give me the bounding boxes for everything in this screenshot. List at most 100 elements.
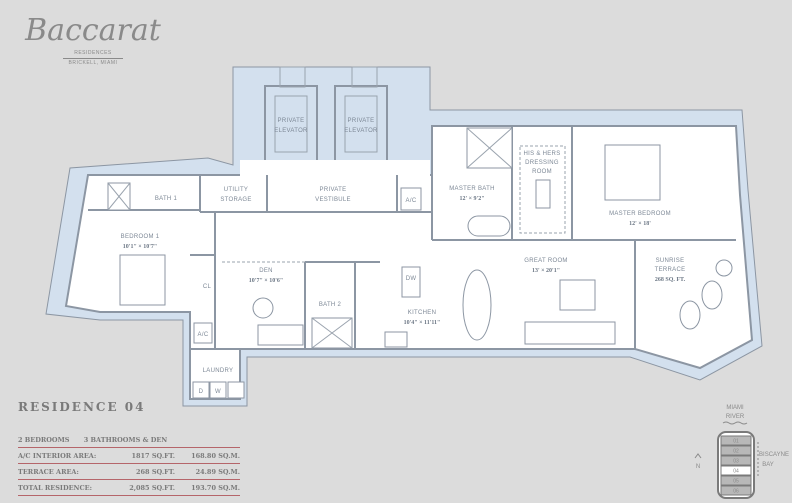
area-row-terrace: TERRACE AREA: 268 SQ.FT. 24.89 SQ.M. <box>18 464 240 480</box>
label-master-bedroom: MASTER BEDROOM <box>609 211 671 217</box>
label-kitchen: KITCHEN <box>408 310 436 316</box>
keyplan-unit-label: 04 <box>733 469 739 475</box>
interior-walls <box>88 126 736 350</box>
keyplan-unit <box>720 475 752 486</box>
label-ac-1: A/C <box>406 198 417 204</box>
label-washer: W <box>215 389 221 395</box>
keyplan-river-2: RIVER <box>726 414 745 420</box>
ac-unit-2 <box>193 322 213 344</box>
label-utility: UTILITY <box>224 187 248 193</box>
master-bed <box>604 144 661 201</box>
bathtub <box>467 215 511 237</box>
label-terrace-b: TERRACE <box>655 267 686 273</box>
area-label: TERRACE AREA: <box>18 468 79 476</box>
dim-great-room: 13' × 20'1" <box>532 268 560 274</box>
label-utility-b: STORAGE <box>220 197 251 203</box>
coffee-table <box>559 279 596 311</box>
dryer <box>192 381 210 399</box>
label-vestibule: PRIVATE <box>320 187 347 193</box>
elevator-cab <box>344 95 378 153</box>
label-closet: CL <box>203 284 212 290</box>
baccarat-logo: Baccarat RESIDENCES BRICKELL, MIAMI <box>18 12 168 67</box>
label-dryer: D <box>199 389 204 395</box>
keyplan-unit <box>720 435 752 446</box>
label-dressing-1: HIS & HERS <box>523 151 560 157</box>
elevator-cab <box>274 95 308 153</box>
label-terrace-area: 268 SQ. FT. <box>655 277 686 283</box>
dishwasher-block <box>401 266 421 298</box>
keyplan-unit <box>720 485 752 496</box>
label-bedroom-1: BEDROOM 1 <box>121 234 160 240</box>
den-table <box>252 297 274 319</box>
keyplan-unit-label: 02 <box>733 449 739 455</box>
bathroom-count: 3 BATHROOMS & DEN <box>83 436 168 444</box>
bedroom-count: 2 BEDROOMS <box>18 436 70 444</box>
area-sqft: 2,085 SQ.FT. <box>129 484 175 492</box>
label-dressing-3: ROOM <box>532 169 552 175</box>
keyplan-unit-label: 05 <box>733 479 739 485</box>
dim-kitchen: 10'4" × 11'11" <box>404 320 441 326</box>
area-sqft: 268 SQ.FT. <box>135 468 175 476</box>
area-summary: 2 BEDROOMS 3 BATHROOMS & DEN A/C INTERIO… <box>18 436 240 496</box>
keyplan-bay-2: BAY <box>762 462 774 468</box>
keyplan-unit <box>720 455 752 466</box>
label-dw: DW <box>406 276 417 282</box>
label-vestibule-b: VESTIBULE <box>315 197 351 203</box>
logo-line1: RESIDENCES <box>74 50 112 56</box>
terrace-table <box>715 259 733 277</box>
area-label: A/C INTERIOR AREA: <box>18 452 97 460</box>
north-arrow-icon <box>694 453 702 459</box>
label-ac-2: A/C <box>198 332 209 338</box>
river-wave-icon <box>722 421 748 425</box>
dim-den: 10'7" × 10'6" <box>249 278 283 284</box>
label-bath-2: BATH 2 <box>319 302 342 308</box>
lounge-chair <box>701 280 723 310</box>
dining-table <box>462 269 492 341</box>
den-sofa <box>257 324 304 346</box>
label-dressing-2: DRESSING <box>525 160 559 166</box>
great-room-sofa <box>524 321 616 345</box>
area-label: TOTAL RESIDENCE: <box>18 484 93 492</box>
elevator-door <box>279 66 306 88</box>
lounge-chair <box>679 300 701 330</box>
dim-master-bedroom: 12' × 18' <box>629 221 651 227</box>
area-row-total: TOTAL RESIDENCE: 2,085 SQ.FT. 193.70 SQ.… <box>18 480 240 496</box>
keyplan-unit <box>720 465 752 476</box>
label-great-room: GREAT ROOM <box>524 258 567 264</box>
area-sqm: 24.89 SQ.M. <box>195 468 240 476</box>
keyplan-unit-label: 03 <box>733 459 739 465</box>
label-master-bath: MASTER BATH <box>449 186 495 192</box>
dim-bedroom-1: 10'1" × 10'7" <box>123 244 157 250</box>
logo-divider <box>63 58 123 59</box>
keyplan-unit-label: 06 <box>733 489 739 495</box>
residence-title: RESIDENCE 04 <box>18 400 146 414</box>
label-elevator-2: PRIVATE <box>348 118 375 124</box>
label-bath-1: BATH 1 <box>155 196 178 202</box>
label-den: DEN <box>259 268 273 274</box>
elevator-door <box>351 66 378 88</box>
washer <box>209 381 227 399</box>
dressing-island <box>535 179 551 209</box>
area-row-interior: A/C INTERIOR AREA: 1817 SQ.FT. 168.80 SQ… <box>18 448 240 464</box>
cooktop <box>384 331 408 348</box>
keyplan-river-1: MIAMI <box>726 405 744 411</box>
keyplan-unit-label: 01 <box>733 439 739 445</box>
dim-master-bath: 12' × 9'2" <box>459 196 484 202</box>
keyplan-bay-1: BISCAYNE <box>759 452 789 458</box>
area-sqm: 168.80 SQ.M. <box>191 452 240 460</box>
furniture <box>107 127 733 399</box>
label-elevator-1b: ELEVATOR <box>274 128 308 134</box>
area-sqm: 193.70 SQ.M. <box>191 484 240 492</box>
bed-1 <box>119 254 166 306</box>
keyplan-unit <box>720 445 752 456</box>
label-laundry: LAUNDRY <box>203 368 234 374</box>
lobby-floor <box>240 160 430 176</box>
label-elevator-2b: ELEVATOR <box>344 128 378 134</box>
laundry-sink <box>227 381 245 399</box>
area-sqft: 1817 SQ.FT. <box>131 452 175 460</box>
label-elevator-1: PRIVATE <box>278 118 305 124</box>
logo-brand: Baccarat <box>25 13 161 48</box>
ac-unit-1 <box>400 187 422 211</box>
